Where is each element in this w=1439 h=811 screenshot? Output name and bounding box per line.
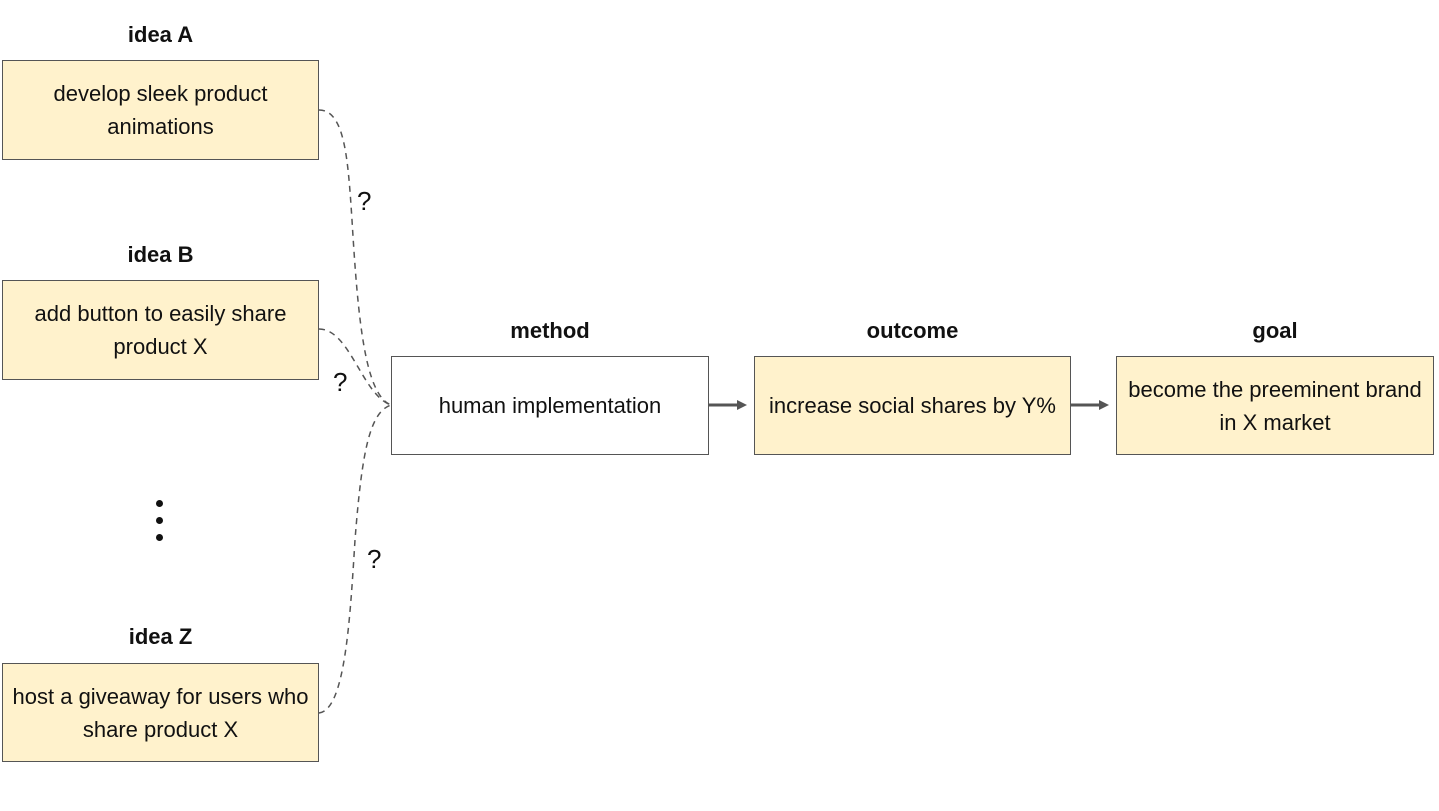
connector-label-idea-z: ? bbox=[367, 544, 382, 574]
idea-b-heading: idea B bbox=[127, 242, 194, 267]
outcome-box: increase social shares by Y% bbox=[754, 356, 1071, 455]
method-heading: method bbox=[510, 318, 590, 343]
goal-box: become the preeminent brand in X market bbox=[1116, 356, 1434, 455]
dashed-connector-idea-a bbox=[318, 109, 392, 406]
idea-a-heading: idea A bbox=[127, 22, 194, 47]
vertical-ellipsis-icon bbox=[150, 492, 170, 548]
connector-label-idea-b: ? bbox=[333, 367, 348, 397]
outcome-heading: outcome bbox=[866, 318, 959, 343]
idea-z-heading: idea Z bbox=[128, 624, 193, 649]
idea-z-box: host a giveaway for users who share prod… bbox=[2, 663, 319, 762]
method-box: human implementation bbox=[391, 356, 709, 455]
dashed-connector-idea-z bbox=[318, 404, 392, 714]
dashed-connector-idea-b bbox=[318, 328, 392, 406]
idea-a-box: develop sleek product animations bbox=[2, 60, 319, 160]
goal-heading: goal bbox=[1252, 318, 1298, 343]
idea-b-box: add button to easily share product X bbox=[2, 280, 319, 380]
connector-label-idea-a: ? bbox=[357, 186, 372, 216]
